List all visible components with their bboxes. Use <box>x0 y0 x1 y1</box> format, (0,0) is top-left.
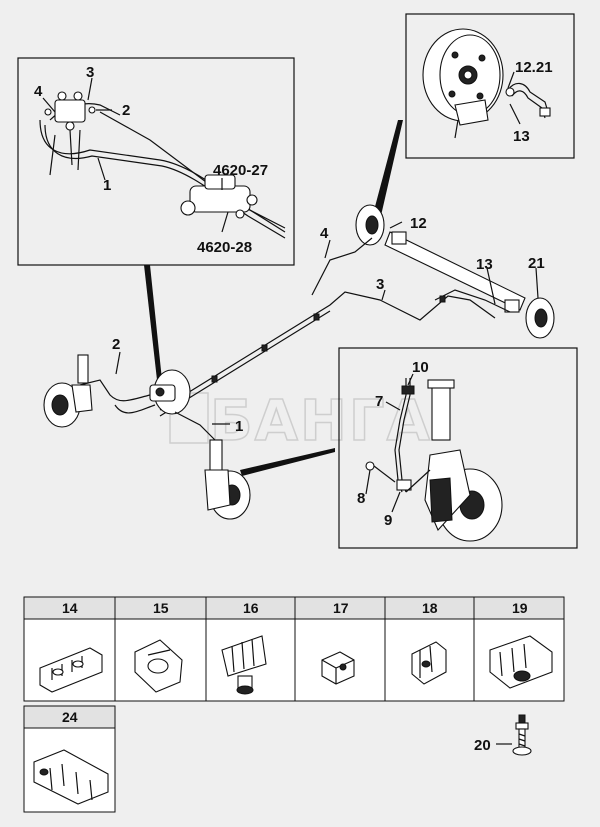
clip-label-14: 14 <box>62 600 78 616</box>
clip-table-row-2: 24 <box>23 705 116 813</box>
clip-18-icon <box>411 641 447 685</box>
watermark-text: БАНГА <box>210 389 432 454</box>
callout-4620-27: 4620-27 <box>213 162 268 179</box>
inset-master-cylinder-lines: 4 3 2 1 4620-27 4620-28 <box>17 57 295 266</box>
callout-13-main: 13 <box>476 256 493 273</box>
master-cylinder <box>180 174 258 219</box>
callout-12: 12 <box>410 215 427 232</box>
callout-2-main: 2 <box>112 336 120 353</box>
callout-13: 13 <box>513 128 530 145</box>
clip-label-17: 17 <box>333 600 349 616</box>
clip-label-15: 15 <box>153 600 169 616</box>
inset-frame <box>17 57 295 266</box>
callout-3-main: 3 <box>376 276 384 293</box>
clip-15-icon <box>134 639 183 693</box>
strut <box>431 384 451 441</box>
callout-20: 20 <box>474 737 491 754</box>
inset-rear-drum: 12.21 13 <box>405 13 575 159</box>
callout-3: 3 <box>86 64 94 81</box>
callout-7: 7 <box>375 393 383 410</box>
brake-drum <box>422 28 504 139</box>
callout-4: 4 <box>34 83 43 100</box>
clip-17-icon <box>321 651 355 685</box>
pointer-wedge-rear <box>372 120 403 220</box>
callout-4-main: 4 <box>320 225 329 242</box>
callout-21: 21 <box>528 255 545 272</box>
brake-booster <box>149 369 191 415</box>
callout-12-21: 12.21 <box>515 59 553 76</box>
front-left-corner <box>43 354 93 428</box>
clip-label-18: 18 <box>422 600 438 616</box>
callout-2: 2 <box>122 102 130 119</box>
watermark: БАНГА <box>169 388 432 455</box>
callout-9: 9 <box>384 512 392 529</box>
clip-table-row-1: 14 15 16 17 18 19 <box>23 596 565 702</box>
clip-19-icon <box>489 635 553 689</box>
clip-14-icon <box>39 647 103 693</box>
clip-label-19: 19 <box>512 600 528 616</box>
callout-4620-28: 4620-28 <box>197 239 252 256</box>
inset-front-hose: 10 7 8 9 <box>338 347 578 549</box>
clip-16-icon <box>221 635 267 695</box>
rear-hose <box>505 82 551 119</box>
callout-1: 1 <box>103 177 111 194</box>
front-right-corner <box>204 439 251 520</box>
callout-8: 8 <box>357 490 365 507</box>
clip-label-16: 16 <box>243 600 259 616</box>
bolt-20: 20 <box>474 714 532 756</box>
callout-1-main: 1 <box>235 418 243 435</box>
clip-label-24: 24 <box>62 709 78 725</box>
main-assembly: 4 12 3 13 21 2 1 <box>43 204 555 520</box>
clip-24-icon <box>33 749 109 805</box>
callout-10: 10 <box>412 359 429 376</box>
pointer-wedge-front <box>240 448 335 476</box>
inset-frame-rear <box>405 13 575 159</box>
inset-frame-front <box>338 347 578 549</box>
pointer-wedge <box>144 265 162 380</box>
proportioning-valve <box>44 91 96 131</box>
